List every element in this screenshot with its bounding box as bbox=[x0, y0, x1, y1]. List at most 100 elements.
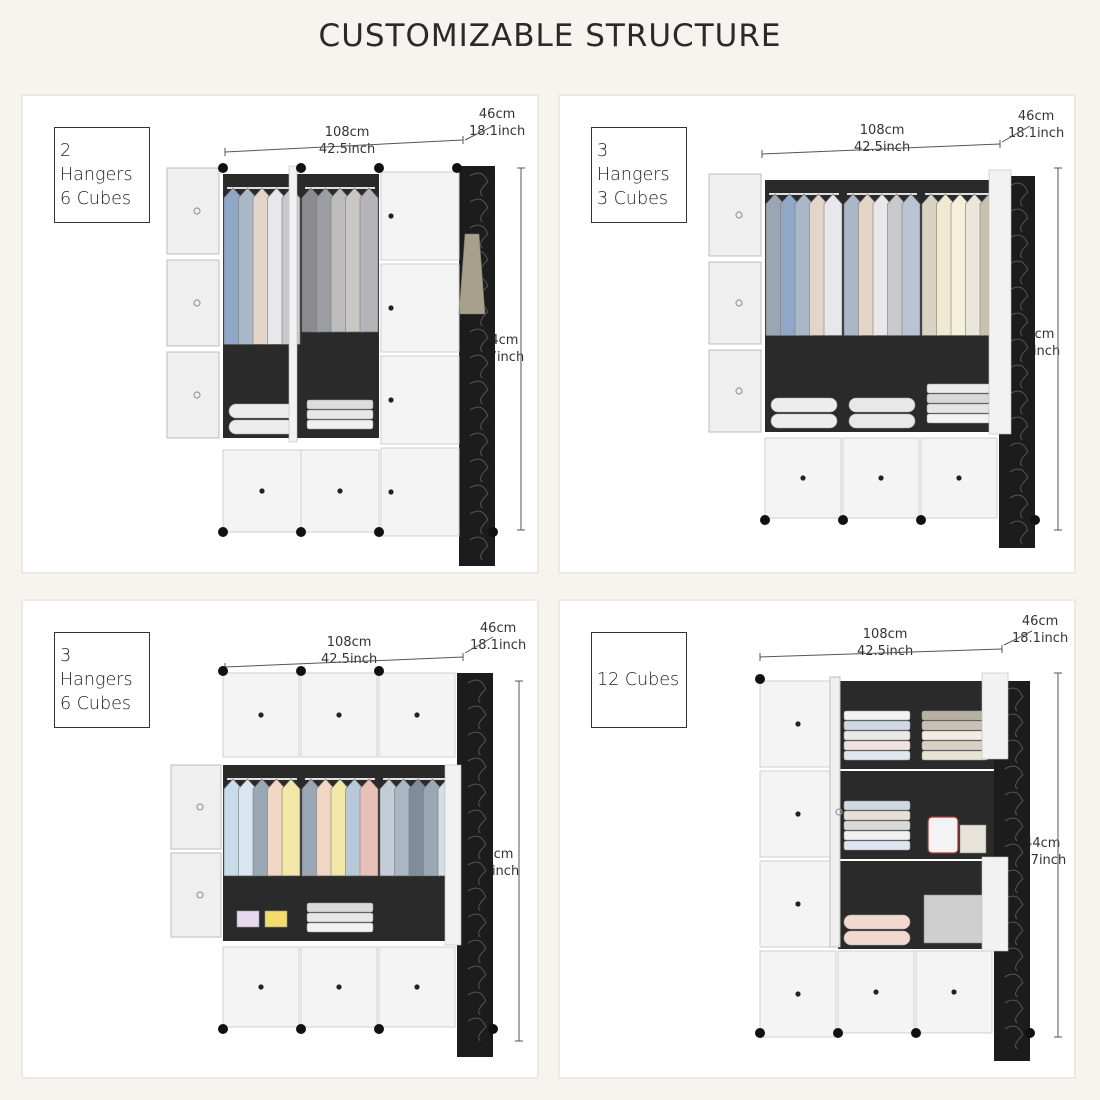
connector-joint bbox=[374, 666, 384, 676]
door-knob bbox=[795, 721, 801, 727]
storage-box bbox=[264, 910, 288, 928]
storage-basket bbox=[959, 824, 987, 854]
side-panel-swirl bbox=[469, 406, 489, 431]
door-knob bbox=[336, 712, 342, 718]
config-label: 2 Hangers 6 Cubes bbox=[54, 127, 150, 223]
side-panel-swirl bbox=[1004, 973, 1024, 998]
folded-item bbox=[843, 710, 911, 721]
wardrobe-illustration bbox=[755, 630, 1062, 1061]
door-knob bbox=[388, 305, 394, 311]
open-door bbox=[166, 167, 220, 255]
side-panel-swirl bbox=[1009, 208, 1029, 233]
side-panel-swirl bbox=[1009, 520, 1029, 545]
depth-dimension: 46cm 18.1inch bbox=[1008, 109, 1065, 141]
door-knob bbox=[336, 984, 342, 990]
connector-joint bbox=[374, 1024, 384, 1034]
side-panel-swirl bbox=[469, 328, 489, 353]
connector-joint bbox=[218, 1024, 228, 1034]
side-panel-swirl bbox=[469, 354, 489, 379]
side-panel-swirl bbox=[467, 913, 487, 938]
side-panel-swirl bbox=[467, 965, 487, 990]
side-panel-swirl bbox=[467, 679, 487, 704]
cube-door bbox=[380, 263, 460, 353]
side-garment bbox=[458, 233, 486, 315]
folded-item bbox=[921, 730, 989, 741]
open-door bbox=[444, 764, 462, 946]
side-panel-swirl bbox=[469, 510, 489, 535]
side-panel-swirl bbox=[467, 705, 487, 730]
handbag bbox=[927, 816, 959, 854]
folded-item bbox=[926, 393, 994, 404]
folded-item bbox=[843, 750, 911, 761]
door-hole bbox=[835, 808, 843, 816]
connector-joint bbox=[916, 515, 926, 525]
config-label-line-1: 3 Hangers bbox=[60, 646, 133, 690]
config-label-line-2: 6 Cubes bbox=[60, 694, 131, 714]
open-door bbox=[170, 852, 222, 938]
open-door bbox=[988, 169, 1012, 435]
width-dimension: 108cm 42.5inch bbox=[857, 627, 914, 659]
connector-joint bbox=[1030, 515, 1040, 525]
side-panel-swirl bbox=[469, 536, 489, 561]
side-panel-swirl bbox=[469, 224, 489, 249]
connector-joint bbox=[296, 666, 306, 676]
connector-joint bbox=[911, 1028, 921, 1038]
connector-joint bbox=[833, 1028, 843, 1038]
door-knob bbox=[414, 712, 420, 718]
side-panel-swirl bbox=[1009, 390, 1029, 415]
side-panel-swirl bbox=[469, 380, 489, 405]
depth-line bbox=[1003, 630, 1033, 646]
config-label-line-1: 2 Hangers bbox=[60, 141, 133, 185]
folded-item bbox=[848, 413, 916, 429]
width-dimension: 108cm 42.5inch bbox=[854, 123, 911, 155]
cube-door bbox=[380, 447, 460, 537]
folded-item bbox=[228, 403, 296, 419]
side-panel-swirl bbox=[1004, 1025, 1024, 1050]
depth-line bbox=[464, 125, 494, 141]
config-label-line-2: 6 Cubes bbox=[60, 189, 131, 209]
door-knob bbox=[873, 989, 879, 995]
open-door bbox=[166, 351, 220, 439]
connector-joint bbox=[760, 515, 770, 525]
config-label: 3 Hangers 6 Cubes bbox=[54, 632, 150, 728]
connector-joint bbox=[755, 674, 765, 684]
folded-item bbox=[843, 740, 911, 751]
config-panel-2-hangers-6-cubes: 2 Hangers 6 Cubes 108cm 42.5inch 46cm 18… bbox=[21, 94, 539, 574]
side-panel-swirl bbox=[469, 198, 489, 223]
open-door bbox=[829, 676, 841, 948]
depth-dimension: 46cm 18.1inch bbox=[469, 107, 526, 139]
folded-item bbox=[306, 902, 374, 913]
door-knob bbox=[258, 712, 264, 718]
side-panel bbox=[457, 673, 493, 1057]
side-panel-swirl bbox=[469, 458, 489, 483]
folded-item bbox=[843, 840, 911, 851]
folded-item bbox=[770, 397, 838, 413]
connector-joint bbox=[452, 163, 462, 173]
wardrobe-illustration bbox=[708, 125, 1062, 548]
config-label: 3 Hangers 3 Cubes bbox=[591, 127, 687, 223]
door-knob bbox=[337, 488, 343, 494]
side-panel-swirl bbox=[467, 939, 487, 964]
side-panel-swirl bbox=[1009, 182, 1029, 207]
connector-joint bbox=[755, 1028, 765, 1038]
door-knob bbox=[795, 811, 801, 817]
storage-box bbox=[923, 894, 987, 944]
side-panel-swirl bbox=[1009, 286, 1029, 311]
connector-joint bbox=[488, 527, 498, 537]
config-label-line-2: 3 Cubes bbox=[597, 189, 668, 209]
open-door bbox=[288, 165, 298, 443]
connector-joint bbox=[374, 527, 384, 537]
door-hole bbox=[735, 387, 743, 395]
side-panel-swirl bbox=[467, 783, 487, 808]
folded-item bbox=[306, 419, 374, 430]
config-label-line-1: 3 Hangers bbox=[597, 141, 670, 185]
hanging-garment bbox=[901, 193, 921, 336]
width-line bbox=[224, 656, 464, 668]
side-panel-swirl bbox=[1004, 895, 1024, 920]
side-panel-swirl bbox=[1009, 234, 1029, 259]
open-door bbox=[981, 672, 1009, 760]
connector-joint bbox=[374, 163, 384, 173]
side-panel-swirl bbox=[1009, 442, 1029, 467]
door-knob bbox=[414, 984, 420, 990]
folded-item bbox=[843, 720, 911, 731]
